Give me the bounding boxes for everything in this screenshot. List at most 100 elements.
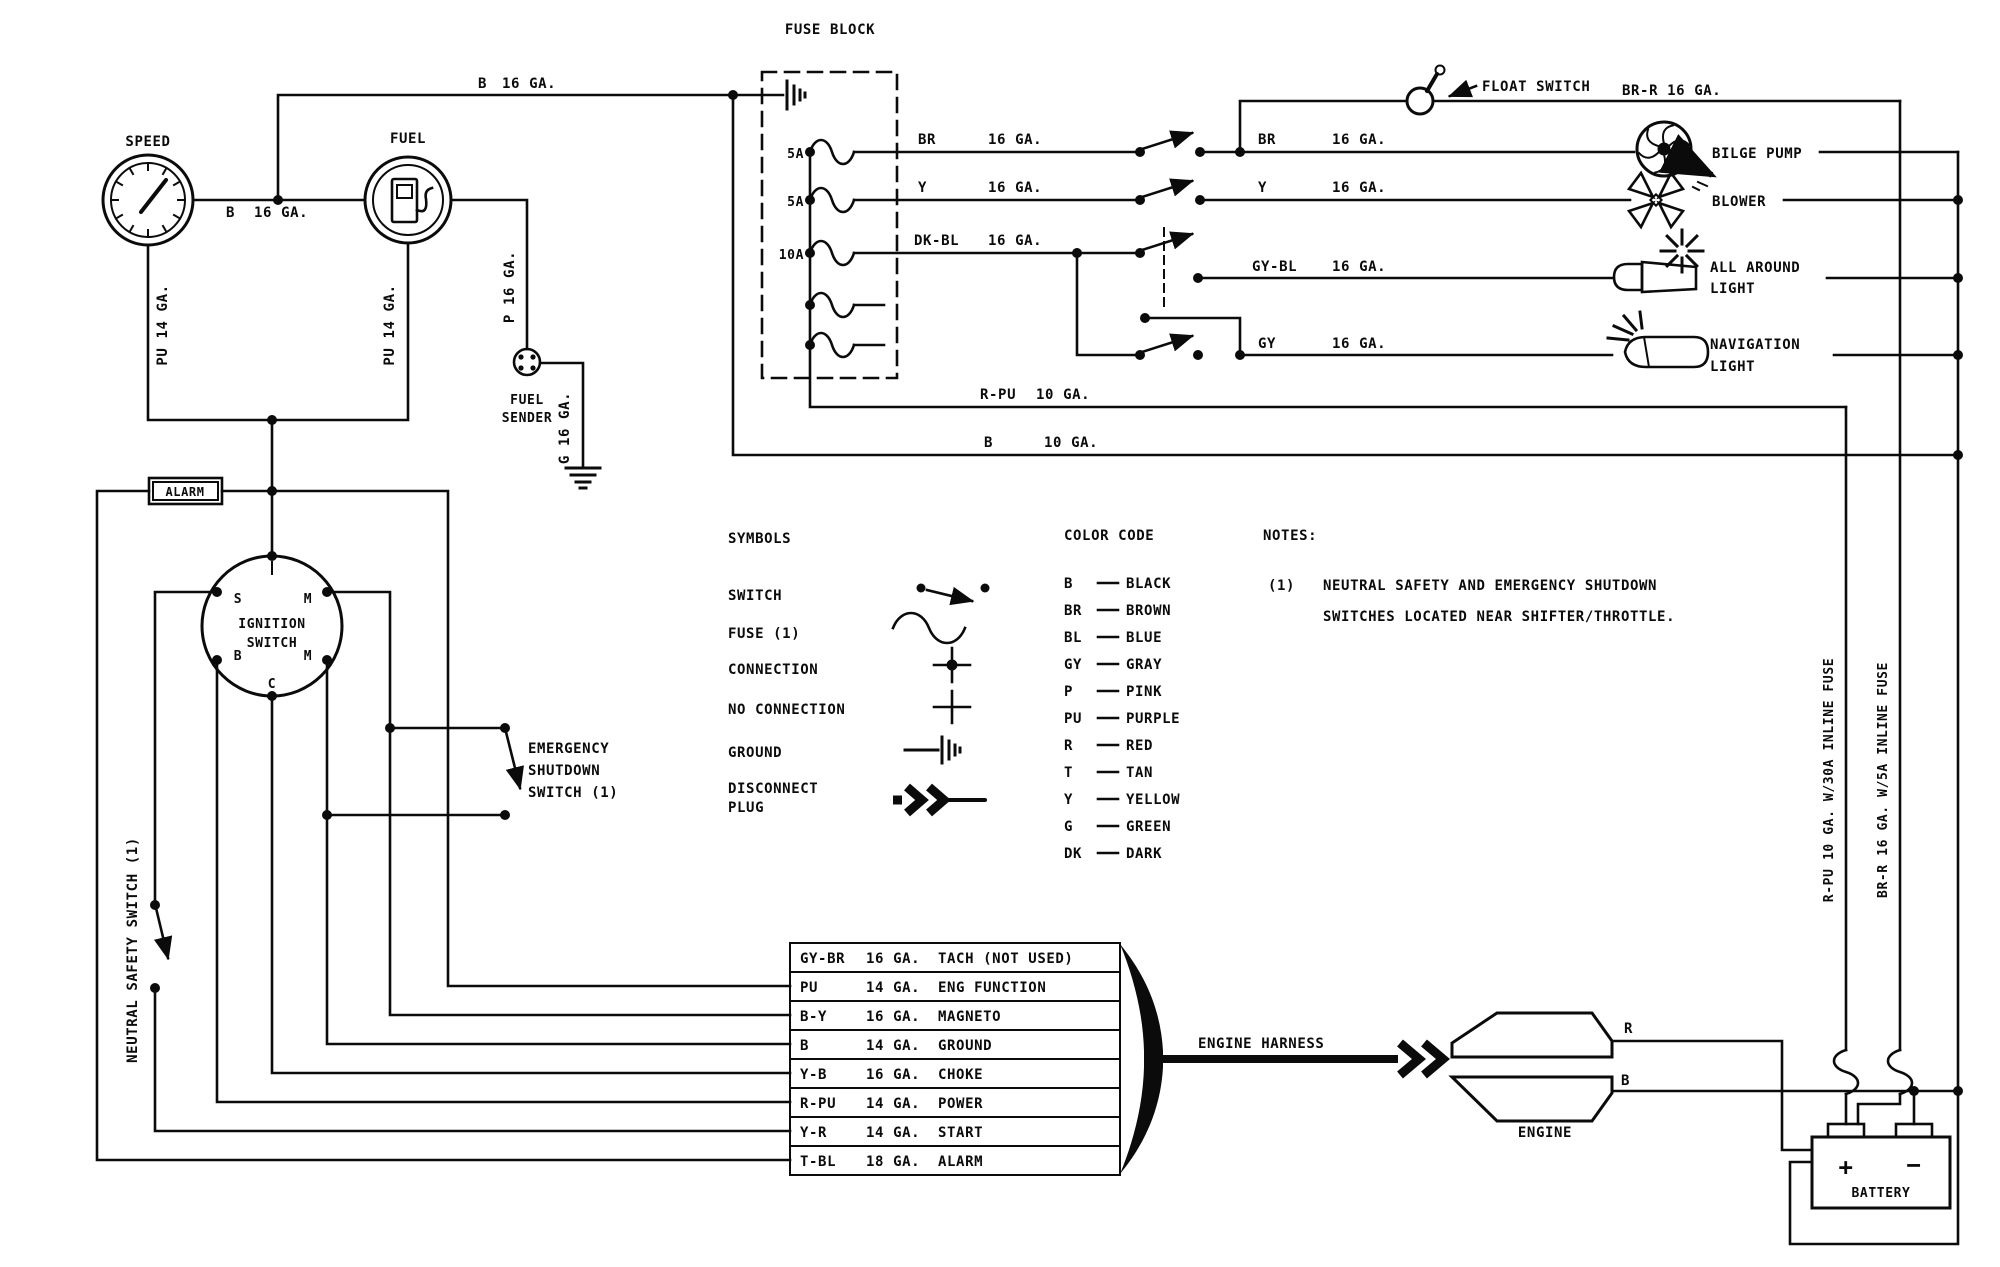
note-line-2: SWITCHES LOCATED NEAR SHIFTER/THROTTLE. — [1323, 609, 1675, 625]
harness-fn-5: POWER — [938, 1096, 983, 1112]
harness-fn-7: ALARM — [938, 1154, 983, 1170]
all-around-label-2: LIGHT — [1710, 281, 1755, 297]
engine-r-label: R — [1624, 1021, 1633, 1037]
color-code-7: T — [1064, 765, 1073, 781]
symbol-no-connection-label: NO CONNECTION — [728, 702, 845, 718]
symbol-ground-label: GROUND — [728, 745, 782, 761]
b16-link-code: B — [226, 205, 235, 221]
pu14-fuel-label: PU 14 GA. — [382, 284, 398, 365]
notes-title: NOTES: — [1263, 528, 1317, 544]
symbol-disconnect-label-2: PLUG — [728, 800, 764, 816]
harness-fn-1: ENG FUNCTION — [938, 980, 1046, 996]
symbol-connection-label: CONNECTION — [728, 662, 818, 678]
brr-inline-fuse-label: BR-R 16 GA. W/5A INLINE FUSE — [1876, 662, 1891, 898]
bilge-pump-icon — [1635, 120, 1717, 192]
disconnect-plug-icon — [1397, 1039, 1450, 1079]
emergency-switch-label-2: SHUTDOWN — [528, 763, 600, 779]
ignition-terminal-m1: M — [304, 592, 312, 607]
color-code-row: T TAN — [1064, 765, 1153, 781]
note-ref: (1) — [1268, 578, 1295, 594]
color-name-0: BLACK — [1126, 576, 1171, 592]
blower-out-code: Y — [1258, 180, 1267, 196]
harness-fn-3: GROUND — [938, 1038, 992, 1054]
speed-gauge-label: SPEED — [125, 134, 170, 150]
fuel-gauge-label: FUEL — [390, 131, 426, 147]
b16-top-code: B — [478, 76, 487, 92]
symbol-disconnect-label-1: DISCONNECT — [728, 781, 818, 797]
color-code-0: B — [1064, 576, 1073, 592]
color-code-row: Y YELLOW — [1064, 792, 1180, 808]
fuel-sender-connector: FUEL SENDER — [502, 347, 552, 426]
harness-ga-7: 18 GA. — [866, 1154, 920, 1170]
brr16-label: BR-R 16 GA. — [1622, 83, 1721, 99]
harness-ga-6: 14 GA. — [866, 1125, 920, 1141]
harness-row: Y-R 14 GA. START — [789, 1116, 1121, 1147]
pu14-speed-label: PU 14 GA. — [155, 284, 171, 365]
bilge-pump-label: BILGE PUMP — [1712, 146, 1802, 162]
switch-symbol-icon — [916, 583, 990, 606]
symbols-title: SYMBOLS — [728, 531, 791, 547]
float-switch-label: FLOAT SWITCH — [1482, 79, 1590, 95]
color-name-7: TAN — [1126, 765, 1153, 781]
harness-fn-6: START — [938, 1125, 983, 1141]
color-name-2: BLUE — [1126, 630, 1162, 646]
bilge-out-code: BR — [1258, 132, 1276, 148]
emergency-switch-label-3: SWITCH (1) — [528, 785, 618, 801]
all-around-label-1: ALL AROUND — [1710, 260, 1800, 276]
lights-feed-code: DK-BL — [914, 233, 959, 249]
color-code-5: PU — [1064, 711, 1082, 727]
all-around-out-ga: 16 GA. — [1332, 259, 1386, 275]
ignition-switch: S M IGNITION SWITCH B M C — [200, 554, 344, 698]
color-code-8: Y — [1064, 792, 1073, 808]
engine-label: ENGINE — [1518, 1125, 1572, 1141]
alarm-box: ALARM — [147, 476, 224, 506]
bilge-feed-ga: 16 GA. — [988, 132, 1042, 148]
blower-out-ga: 16 GA. — [1332, 180, 1386, 196]
fuse-symbol-icon — [891, 611, 967, 645]
harness-code-3: B — [800, 1038, 809, 1054]
harness-code-4: Y-B — [800, 1067, 827, 1083]
blower-feed-ga: 16 GA. — [988, 180, 1042, 196]
color-name-5: PURPLE — [1126, 711, 1180, 727]
harness-code-2: B-Y — [800, 1009, 827, 1025]
rpu-inline-fuse-label: R-PU 10 GA. W/30A INLINE FUSE — [1822, 658, 1837, 902]
ignition-terminal-b: B — [234, 649, 242, 664]
emergency-switch-label-1: EMERGENCY — [528, 741, 609, 757]
lights-feed-ga: 16 GA. — [988, 233, 1042, 249]
engine-b-label: B — [1621, 1073, 1630, 1089]
junction-dots — [150, 90, 1963, 1096]
color-name-8: YELLOW — [1126, 792, 1180, 808]
nav-label-1: NAVIGATION — [1710, 337, 1800, 353]
fuse-block: FUSE BLOCK 5A 5A 10A — [760, 22, 899, 380]
harness-code-6: Y-R — [800, 1125, 827, 1141]
engine: ENGINE — [1448, 1011, 1614, 1141]
color-name-4: PINK — [1126, 684, 1162, 700]
fuse-rating-2: 5A — [787, 195, 804, 210]
ignition-label-1: IGNITION — [238, 617, 305, 632]
b10-ga: 10 GA. — [1044, 435, 1098, 451]
color-code-10: DK — [1064, 846, 1082, 862]
alarm-label: ALARM — [165, 485, 204, 499]
harness-fn-0: TACH (NOT USED) — [938, 951, 1073, 967]
rpu10-code: R-PU — [980, 387, 1016, 403]
engine-harness-label: ENGINE HARNESS — [1198, 1036, 1324, 1052]
battery-minus-terminal: − — [1906, 1151, 1921, 1179]
neutral-safety-switch-label: NEUTRAL SAFETY SWITCH (1) — [125, 837, 141, 1063]
color-code-title: COLOR CODE — [1064, 528, 1154, 544]
wiring — [95, 93, 1960, 1246]
color-name-6: RED — [1126, 738, 1153, 754]
ignition-label-2: SWITCH — [247, 636, 298, 651]
